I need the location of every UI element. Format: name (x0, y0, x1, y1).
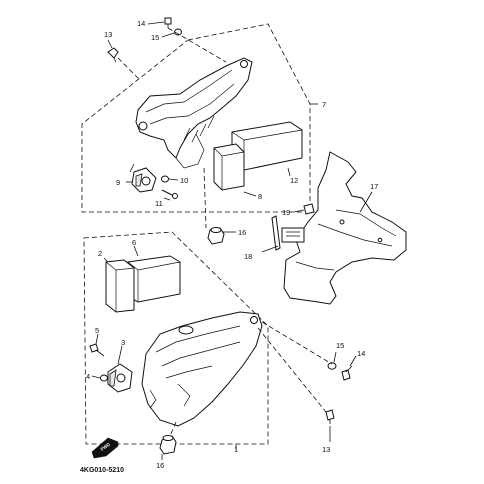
callout-13-lower: 13 (322, 445, 330, 454)
callout-15-upper: 15 (151, 33, 159, 42)
upper-assembly-boundary (81, 23, 311, 213)
callout-13-upper: 13 (104, 30, 112, 39)
lower-side-cover (141, 311, 263, 427)
bolt-part-13-upper (107, 47, 119, 63)
callout-12: 12 (290, 176, 298, 185)
upper-leader-lines (107, 21, 291, 233)
washer-part-10 (161, 175, 169, 183)
washer-part-15-upper (174, 28, 182, 36)
pad-part-2 (105, 259, 135, 313)
bolt-part-5 (89, 343, 105, 357)
grommet-part-16-lower (159, 435, 177, 455)
pad-part-6 (127, 255, 181, 303)
callout-2: 2 (98, 249, 102, 258)
callout-10: 10 (180, 176, 188, 185)
bolt-part-13-lower (325, 409, 335, 424)
grommet-part-3 (107, 363, 133, 393)
callout-3: 3 (121, 338, 125, 347)
callout-8: 8 (258, 192, 262, 201)
upper-side-cover (135, 57, 253, 169)
lower-assembly-boundary (83, 231, 269, 445)
band-part-18 (271, 215, 305, 251)
washer-part-15-lower (327, 362, 337, 370)
catalog-code: 4KG010-5210 (80, 467, 124, 474)
callout-15-lower: 15 (336, 341, 344, 350)
callout-16-upper: 16 (238, 228, 246, 237)
callout-18: 18 (244, 252, 252, 261)
callout-6: 6 (132, 238, 136, 247)
callout-4: 4 (86, 372, 90, 381)
bolt-part-14-upper (164, 17, 172, 28)
callout-14-upper: 14 (137, 19, 145, 28)
callout-14-lower: 14 (357, 349, 365, 358)
fwd-arrow-icon: FWD (91, 437, 119, 459)
clip-part-19 (303, 203, 315, 215)
callout-17: 17 (370, 182, 378, 191)
callout-1: 1 (234, 445, 238, 454)
callout-5: 5 (95, 326, 99, 335)
callout-9: 9 (116, 178, 120, 187)
screw-part-11 (161, 189, 178, 199)
callout-16-lower: 16 (156, 461, 164, 470)
callout-7: 7 (322, 100, 326, 109)
washer-part-4 (100, 374, 108, 382)
fwd-label: FWD (100, 441, 112, 451)
lower-leader-lines (91, 245, 357, 460)
bolt-part-14-lower (341, 365, 353, 381)
callout-19: 19 (282, 208, 290, 217)
grommet-part-9 (131, 167, 157, 193)
callout-11: 11 (155, 199, 163, 208)
pad-part-8 (213, 143, 245, 191)
grommet-part-16-upper (207, 227, 225, 245)
